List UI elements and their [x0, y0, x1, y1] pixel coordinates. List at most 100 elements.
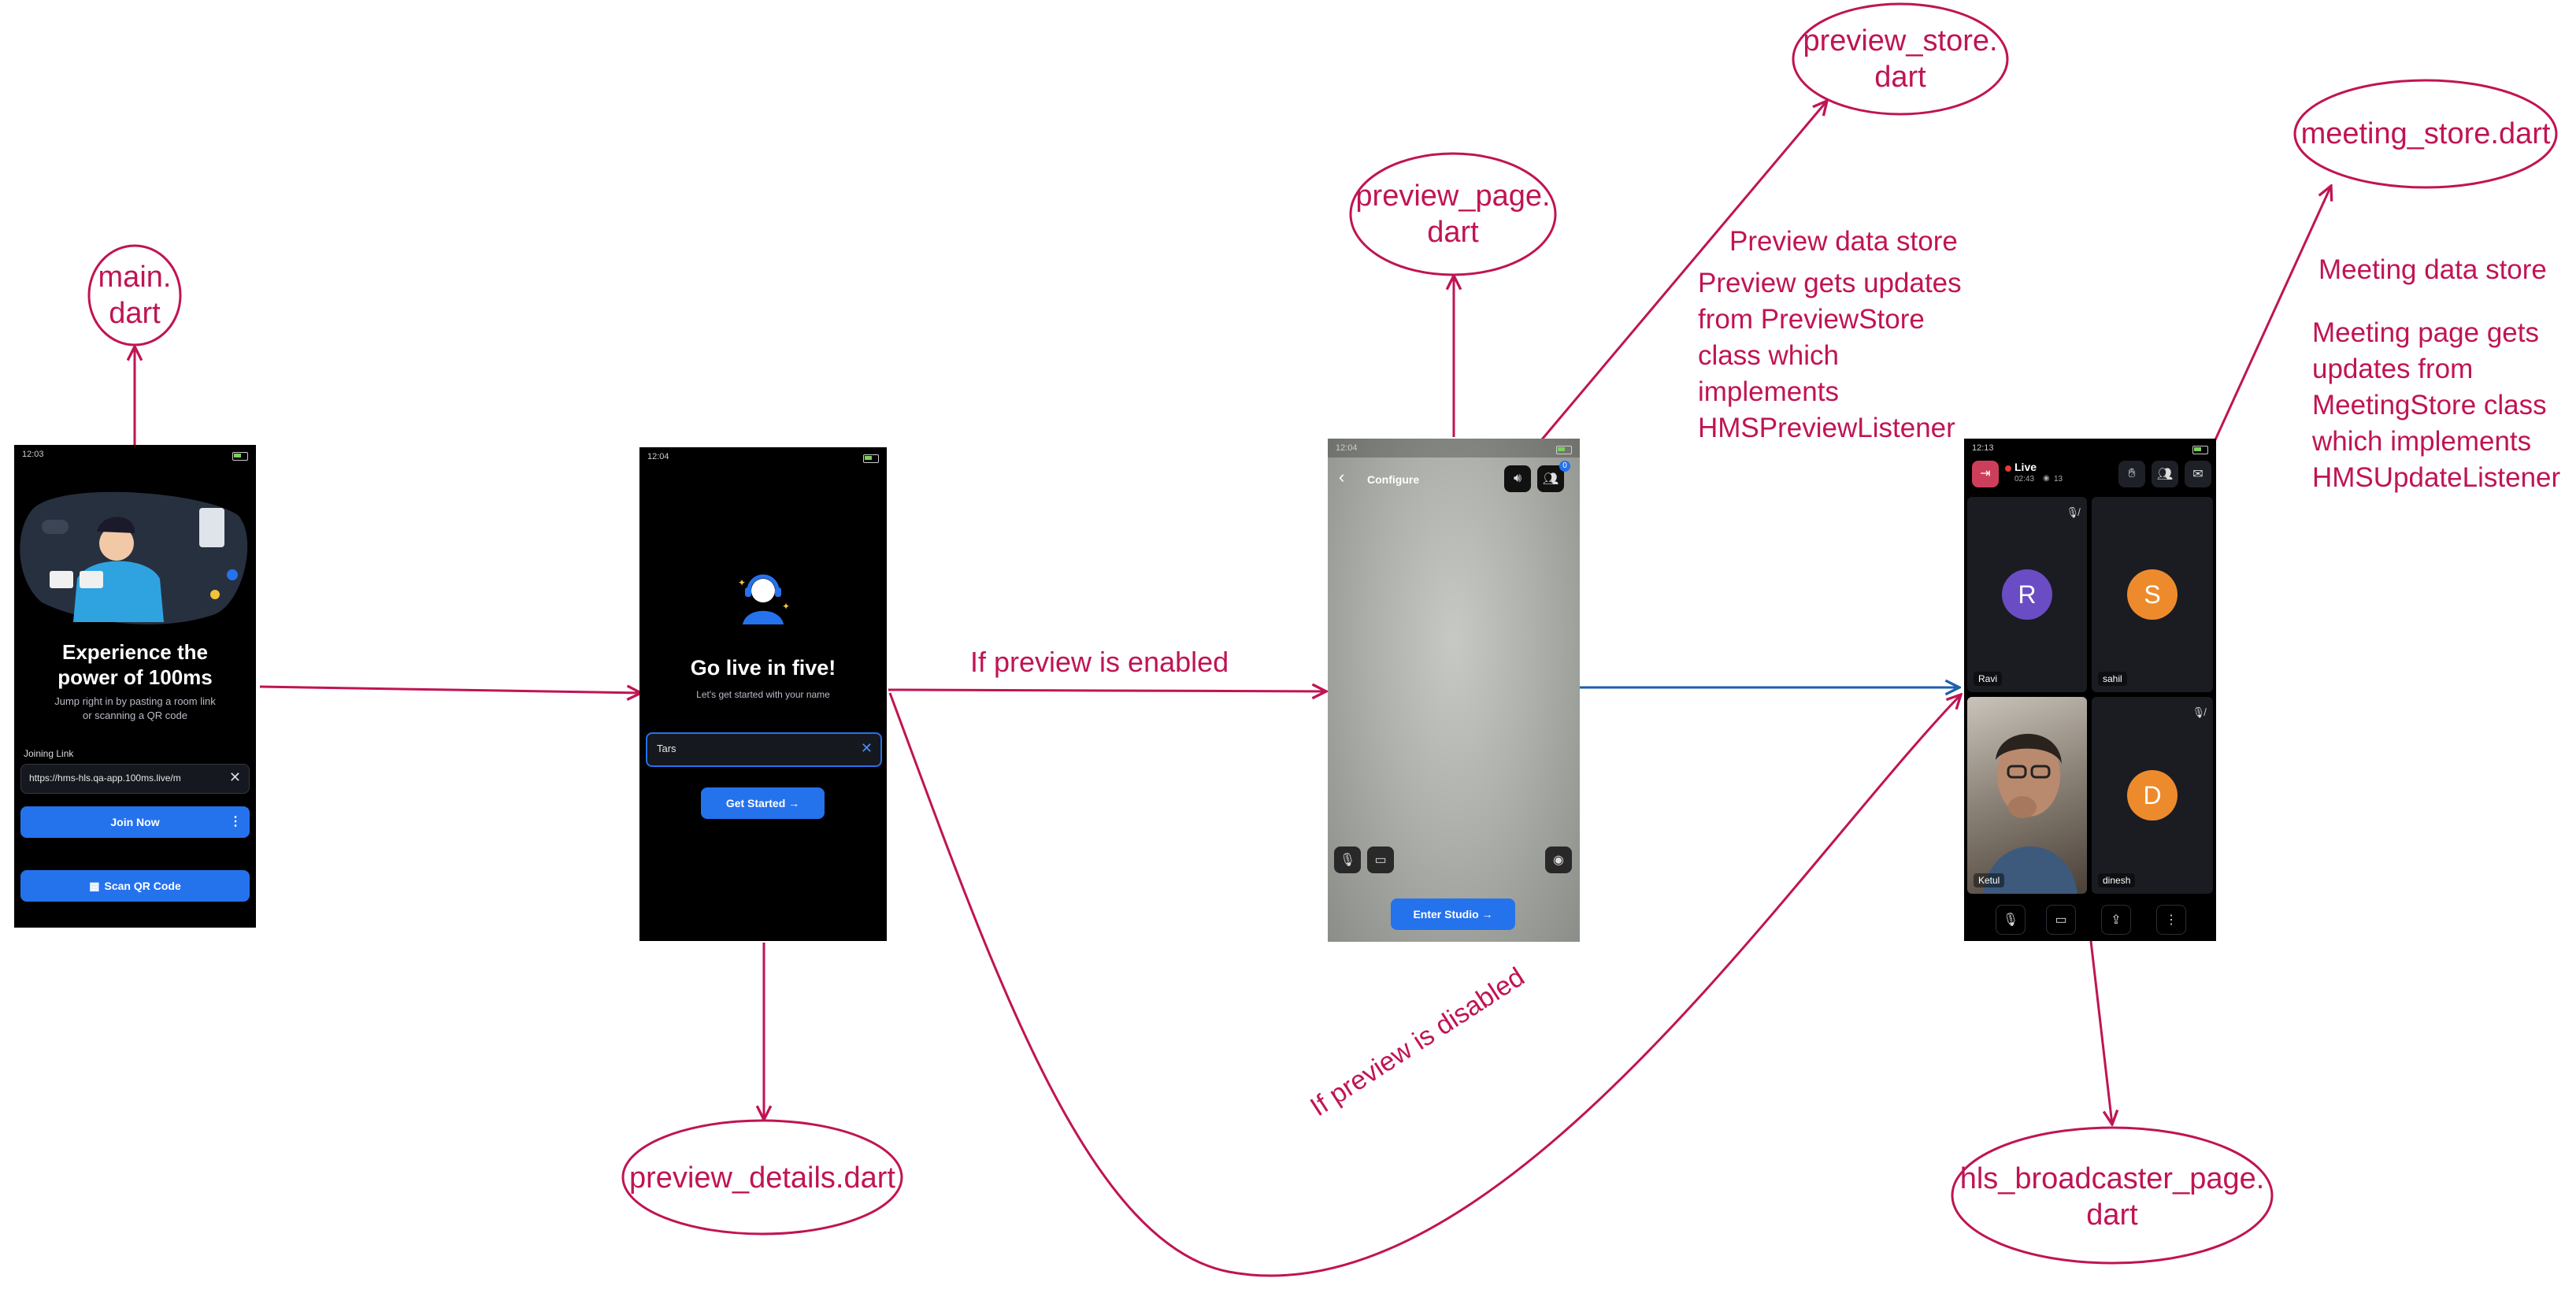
hand-icon: ✋︎	[2128, 467, 2136, 480]
participants-button[interactable]: 👥︎	[1537, 465, 1564, 492]
live-dot	[2005, 465, 2011, 472]
screen-share-button[interactable]: ⇪	[2101, 905, 2131, 935]
node-preview-store-label: preview_store. dart	[1803, 24, 1998, 94]
speaker-button[interactable]: 🔊︎	[1504, 465, 1531, 492]
chat-icon: ✉︎	[2192, 468, 2203, 481]
video-tile-dinesh[interactable]: 🎙︎̸ D dinesh	[2092, 697, 2213, 894]
status-time: 12:04	[647, 452, 669, 461]
join-now-label: Join Now	[110, 816, 160, 828]
tile-name: sahil	[2098, 672, 2127, 686]
muted-mic-icon: 🎙︎̸	[2066, 506, 2079, 518]
leave-button[interactable]: ⇥	[1972, 461, 1999, 487]
svg-text:✦: ✦	[782, 601, 790, 612]
network-button[interactable]: ◉	[1545, 847, 1572, 873]
joining-link-input[interactable]: https://hms-hls.qa-app.100ms.live/m ✕	[20, 764, 250, 794]
clear-icon[interactable]: ✕	[228, 769, 241, 785]
ellipse-meeting-store	[2293, 79, 2558, 189]
network-icon: ◉	[1553, 854, 1564, 867]
viewers-icon: ◉	[2043, 474, 2050, 483]
headset-avatar-icon: ✦ ✦	[738, 574, 790, 624]
battery-icon	[2192, 446, 2208, 454]
clear-icon[interactable]: ✕	[860, 740, 873, 756]
duration-text: 02:43	[2014, 475, 2035, 483]
mic-off-icon: 🎙︎	[2002, 913, 2019, 927]
mic-icon: 🎙︎	[1339, 854, 1356, 867]
participants-icon: 👥︎	[2156, 468, 2174, 481]
node-hls-broadcaster-label: hls_broadcaster_page. dart	[1959, 1162, 2265, 1232]
screen-preview-page: 12:04 ‹ Configure 🔊︎ 👥︎ 0 🎙︎ ▭ ◉ Enter S…	[1328, 439, 1580, 942]
live-label: Live	[2014, 461, 2037, 473]
name-input-value: Tars	[657, 743, 676, 754]
participants-button[interactable]: 👥︎	[2152, 461, 2178, 487]
camera-feed-image	[1983, 733, 2077, 894]
get-started-label: Get Started →	[725, 797, 800, 810]
screen-home: 12:03 Experience the power of 100ms Jump…	[14, 445, 256, 928]
camera-toggle-button[interactable]: ▭	[2046, 905, 2076, 935]
leave-icon: ⇥	[1980, 467, 1991, 480]
camera-icon: ▭	[1374, 854, 1387, 867]
ellipse-preview-store	[1792, 2, 2009, 116]
status-time: 12:13	[1972, 443, 1994, 453]
home-subtitle: Jump right in by pasting a room link or …	[54, 695, 216, 721]
enter-studio-button[interactable]: Enter Studio →	[1391, 898, 1515, 930]
battery-icon	[232, 452, 248, 461]
node-main: main. dart	[89, 252, 180, 339]
avatar: D	[2127, 770, 2178, 821]
battery-icon	[863, 454, 879, 463]
video-tile-sahil[interactable]: S sahil	[2092, 497, 2213, 692]
speaker-icon: 🔊︎	[1513, 472, 1522, 485]
screen-preview-details: 12:04 ✦ ✦ Go live in five! Let's get sta…	[639, 447, 887, 941]
svg-text:✦: ✦	[738, 577, 746, 588]
more-options-button[interactable]: ⋮	[2156, 905, 2186, 935]
viewers-count: 13	[2054, 475, 2063, 483]
qr-icon: ▦	[89, 879, 100, 892]
node-hls-broadcaster: hls_broadcaster_page. dart	[1952, 1158, 2272, 1236]
camera-off-icon: ▭	[2055, 913, 2067, 927]
tile-name: Ravi	[1974, 672, 2003, 686]
more-options-icon: ⋮	[2165, 913, 2178, 927]
tile-name: dinesh	[2098, 873, 2136, 887]
enter-studio-label: Enter Studio →	[1413, 908, 1493, 921]
video-tile-ketul[interactable]: Ketul	[1967, 697, 2087, 894]
more-options-icon[interactable]: ⋮	[229, 815, 242, 828]
arrow-preview-to-store	[1540, 101, 1827, 440]
note-preview-enabled: If preview is enabled	[970, 646, 1229, 678]
mic-button[interactable]: 🎙︎	[1334, 847, 1361, 873]
note-preview-store-desc: Preview gets updates from PreviewStore c…	[1698, 268, 1962, 443]
status-time: 12:04	[1336, 443, 1358, 453]
arrow-home-to-details	[259, 687, 641, 693]
screen-share-icon: ⇪	[2111, 913, 2122, 927]
node-preview-page-label: preview_page. dart	[1355, 180, 1551, 249]
home-title: Experience the power of 100ms	[57, 640, 213, 689]
avatar: R	[2002, 569, 2052, 620]
arrow-meeting-to-store	[2211, 186, 2331, 446]
note-meeting-store-desc: Meeting page gets updates from MeetingSt…	[2312, 317, 2561, 493]
participants-icon: 👥︎	[1542, 472, 1559, 486]
peer-count-badge: 0	[1559, 461, 1570, 472]
details-subtitle: Let's get started with your name	[696, 689, 830, 700]
arrow-details-to-preview	[888, 690, 1326, 691]
arrow-details-to-meeting-curve	[888, 693, 1961, 1277]
screen-meeting: 12:13 ⇥ Live 02:43 ◉ 13 ✋︎ 👥︎ ✉︎ 🎙︎̸ R R…	[1964, 439, 2216, 941]
muted-mic-icon: 🎙︎̸	[2192, 706, 2205, 718]
scan-qr-button[interactable]: ▦ Scan QR Code	[20, 870, 250, 902]
ellipse-hls-broadcaster	[1951, 1126, 2274, 1265]
name-input[interactable]: Tars ✕	[646, 732, 882, 767]
details-title: Go live in five!	[690, 656, 836, 680]
tile-name: Ketul	[1974, 873, 2005, 887]
back-icon[interactable]: ‹	[1339, 467, 1345, 487]
status-time: 12:03	[22, 450, 44, 459]
get-started-button[interactable]: Get Started →	[701, 787, 825, 819]
camera-button[interactable]: ▭	[1367, 847, 1394, 873]
node-preview-page: preview_page. dart	[1351, 173, 1555, 255]
scan-qr-label: Scan QR Code	[104, 880, 181, 892]
node-preview-details: preview_details.dart	[623, 1156, 902, 1200]
arrow-meeting-to-hls	[2089, 940, 2112, 1124]
video-tile-ravi[interactable]: 🎙︎̸ R Ravi	[1967, 497, 2087, 692]
raise-hand-button[interactable]: ✋︎	[2118, 461, 2145, 487]
chat-button[interactable]: ✉︎	[2185, 461, 2211, 487]
join-now-button[interactable]: Join Now ⋮	[20, 806, 250, 838]
mic-toggle-button[interactable]: 🎙︎	[1996, 905, 2026, 935]
node-meeting-store: meeting_store.dart	[2295, 112, 2556, 156]
